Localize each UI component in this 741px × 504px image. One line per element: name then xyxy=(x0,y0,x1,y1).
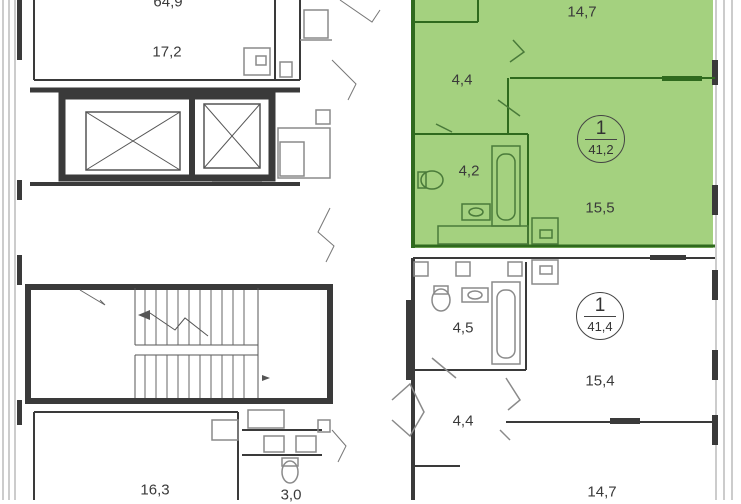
green-fixtures xyxy=(417,39,559,245)
white-apartment-walls xyxy=(406,255,715,500)
bottom-left-walls xyxy=(33,411,322,500)
room-area-white-bath: 4,5 xyxy=(452,319,474,337)
staircase xyxy=(25,284,333,404)
white-fixtures xyxy=(391,259,559,441)
green-apartment-walls xyxy=(411,0,715,248)
room-area-top-left: 17,2 xyxy=(152,43,182,61)
apartment-highlight[interactable] xyxy=(413,0,713,248)
badge-divider xyxy=(585,139,617,140)
room-area-bottom-bath: 3,0 xyxy=(280,486,302,504)
room-area-green-living: 15,5 xyxy=(585,199,615,217)
elevator-block xyxy=(58,92,276,183)
bottom-left-fixtures xyxy=(211,409,331,484)
room-area-white-hall: 4,4 xyxy=(452,412,474,430)
apartment-area: 41,4 xyxy=(587,319,613,334)
right-facade xyxy=(715,0,733,500)
room-area-green-hall: 4,4 xyxy=(451,71,473,89)
left-facade xyxy=(2,0,16,500)
left-wall-segments xyxy=(17,0,22,425)
corridor-doors xyxy=(317,0,381,463)
apartment-rooms: 1 xyxy=(595,118,607,139)
room-area-white-bottom: 14,7 xyxy=(587,483,617,501)
apartment-badge-white[interactable]: 1 41,4 xyxy=(576,292,624,340)
top-left-fixtures xyxy=(243,9,332,78)
room-area-green-bath: 4,2 xyxy=(458,162,480,180)
apartment-rooms: 1 xyxy=(594,295,606,316)
room-area-bottom-left: 16,3 xyxy=(140,481,170,499)
badge-divider xyxy=(584,316,616,317)
apartment-badge-green[interactable]: 1 41,2 xyxy=(577,115,625,163)
apartment-area: 41,2 xyxy=(588,142,614,157)
room-area-white-living: 15,4 xyxy=(585,372,615,390)
room-area-top-left-partial: 64,9 xyxy=(153,0,183,11)
room-area-green-top: 14,7 xyxy=(567,3,597,21)
right-wall-segments xyxy=(712,60,718,445)
corridor-fixtures xyxy=(277,109,331,179)
